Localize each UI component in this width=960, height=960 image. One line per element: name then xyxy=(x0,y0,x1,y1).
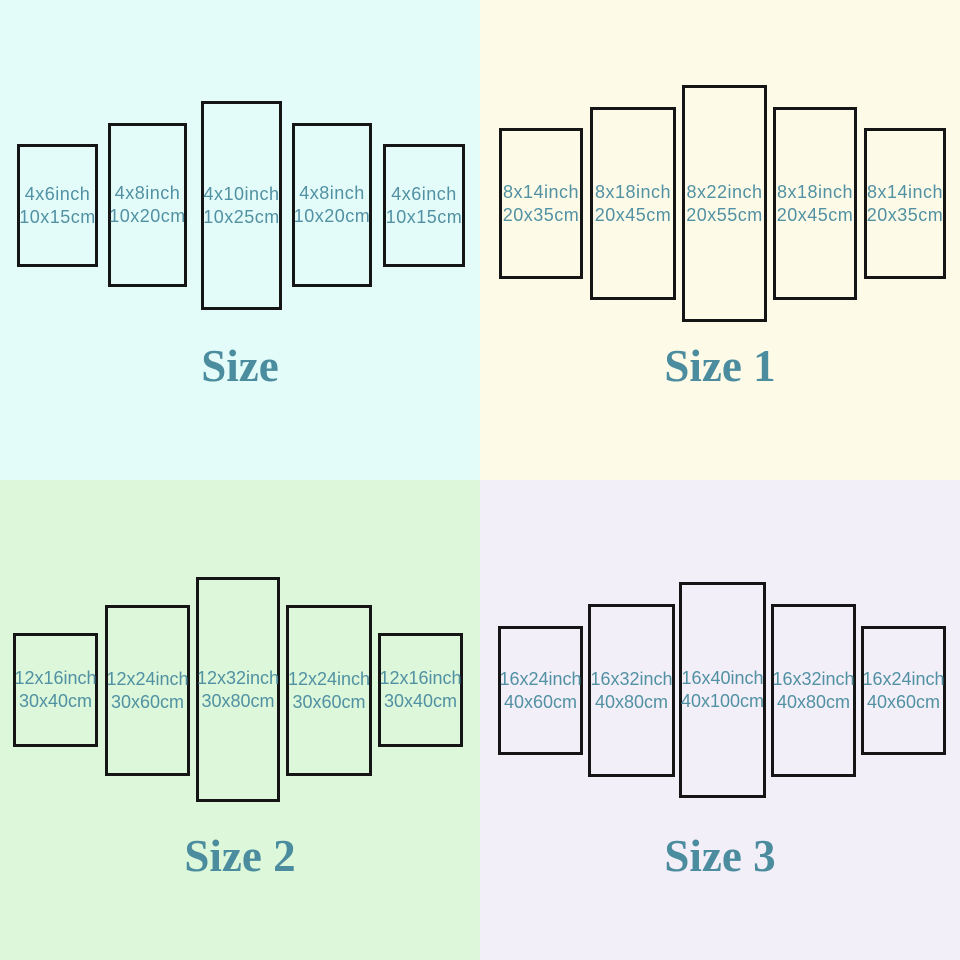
panel-size-cm: 40x100cm xyxy=(680,691,765,711)
panel-size-inch: 16x24inch xyxy=(862,668,945,689)
panel-outer-left: 12x16inch 30x40cm xyxy=(13,633,98,747)
panel-mid-right: 8x18inch 20x45cm xyxy=(773,107,857,300)
panel-center: 4x10inch 10x25cm xyxy=(201,101,282,310)
panel-size-inch: 16x32inch xyxy=(772,668,855,689)
panel-size-cm: 40x80cm xyxy=(776,691,851,712)
panel-size-inch: 8x18inch xyxy=(776,181,854,202)
panel-size-cm: 20x55cm xyxy=(686,204,763,225)
panel-outer-right: 8x14inch 20x35cm xyxy=(864,128,946,279)
panel-size-inch: 12x24inch xyxy=(287,668,371,689)
panel-size-inch: 12x32inch xyxy=(196,667,280,688)
panel-outer-left: 4x6inch 10x15cm xyxy=(17,144,98,267)
panel-mid-left: 4x8inch 10x20cm xyxy=(108,123,187,287)
panel-outer-right: 12x16inch 30x40cm xyxy=(378,633,463,747)
panel-outer-left: 8x14inch 20x35cm xyxy=(499,128,583,279)
panel-mid-left: 12x24inch 30x60cm xyxy=(105,605,190,776)
quadrant-title: Size 2 xyxy=(184,831,296,881)
panel-mid-right: 16x32inch 40x80cm xyxy=(771,604,856,777)
size-chart-quadrant-size-2: 12x16inch 30x40cm 12x24inch 30x60cm 12x3… xyxy=(0,480,480,960)
panel-size-inch: 8x18inch xyxy=(594,181,672,202)
panel-center: 16x40inch 40x100cm xyxy=(679,582,766,798)
panel-size-inch: 4x8inch xyxy=(299,183,365,203)
panel-mid-left: 16x32inch 40x80cm xyxy=(588,604,675,777)
panel-size-inch: 8x14inch xyxy=(866,181,944,202)
panel-size-cm: 20x45cm xyxy=(594,204,672,225)
panel-size-inch: 16x40inch xyxy=(681,668,764,688)
panel-size-inch: 8x22inch xyxy=(686,181,763,202)
panel-mid-left: 8x18inch 20x45cm xyxy=(590,107,676,300)
panel-center: 8x22inch 20x55cm xyxy=(682,85,767,322)
panel-size-cm: 30x40cm xyxy=(383,691,458,711)
panel-size-inch: 4x6inch xyxy=(391,183,457,204)
size-chart-quadrant-size-3: 16x24inch 40x60cm 16x32inch 40x80cm 16x4… xyxy=(480,480,960,960)
panel-size-inch: 12x24inch xyxy=(106,668,189,689)
panel-size-cm: 30x40cm xyxy=(18,691,93,711)
size-chart-quadrant-size: 4x6inch 10x15cm 4x8inch 10x20cm 4x10inch… xyxy=(0,0,480,480)
panel-size-inch: 4x6inch xyxy=(24,183,91,204)
panel-size-cm: 30x60cm xyxy=(110,691,185,712)
panel-size-inch: 12x16inch xyxy=(14,668,97,688)
panel-outer-right: 4x6inch 10x15cm xyxy=(383,144,465,267)
panel-size-inch: 16x32inch xyxy=(590,668,673,689)
panel-size-cm: 10x20cm xyxy=(293,206,371,226)
panel-size-inch: 8x14inch xyxy=(502,181,580,202)
quadrant-title: Size 3 xyxy=(664,831,776,881)
quadrant-title: Size 1 xyxy=(664,341,776,391)
panel-center: 12x32inch 30x80cm xyxy=(196,577,280,802)
panel-size-cm: 40x60cm xyxy=(866,691,941,712)
panel-size-cm: 30x60cm xyxy=(292,691,366,712)
panel-size-inch: 16x24inch xyxy=(499,668,582,689)
panel-mid-right: 12x24inch 30x60cm xyxy=(286,605,372,776)
panel-size-cm: 30x80cm xyxy=(201,690,275,711)
panel-size-cm: 20x35cm xyxy=(502,204,580,225)
panel-size-cm: 20x35cm xyxy=(866,204,944,225)
panel-outer-right: 16x24inch 40x60cm xyxy=(861,626,946,755)
panel-size-cm: 10x20cm xyxy=(109,206,186,226)
quadrant-title: Size xyxy=(201,341,279,391)
panel-size-cm: 10x25cm xyxy=(203,206,280,227)
panel-size-cm: 40x80cm xyxy=(594,691,669,712)
panel-size-inch: 12x16inch xyxy=(379,668,462,688)
panel-size-inch: 4x10inch xyxy=(203,183,280,204)
panel-mid-right: 4x8inch 10x20cm xyxy=(292,123,372,287)
panel-size-cm: 10x15cm xyxy=(19,206,96,227)
panel-outer-left: 16x24inch 40x60cm xyxy=(498,626,583,755)
panel-size-cm: 40x60cm xyxy=(503,691,578,712)
panel-size-cm: 10x15cm xyxy=(385,206,463,227)
panel-size-inch: 4x8inch xyxy=(114,183,181,203)
size-chart-quadrant-size-1: 8x14inch 20x35cm 8x18inch 20x45cm 8x22in… xyxy=(480,0,960,480)
panel-size-cm: 20x45cm xyxy=(776,204,854,225)
